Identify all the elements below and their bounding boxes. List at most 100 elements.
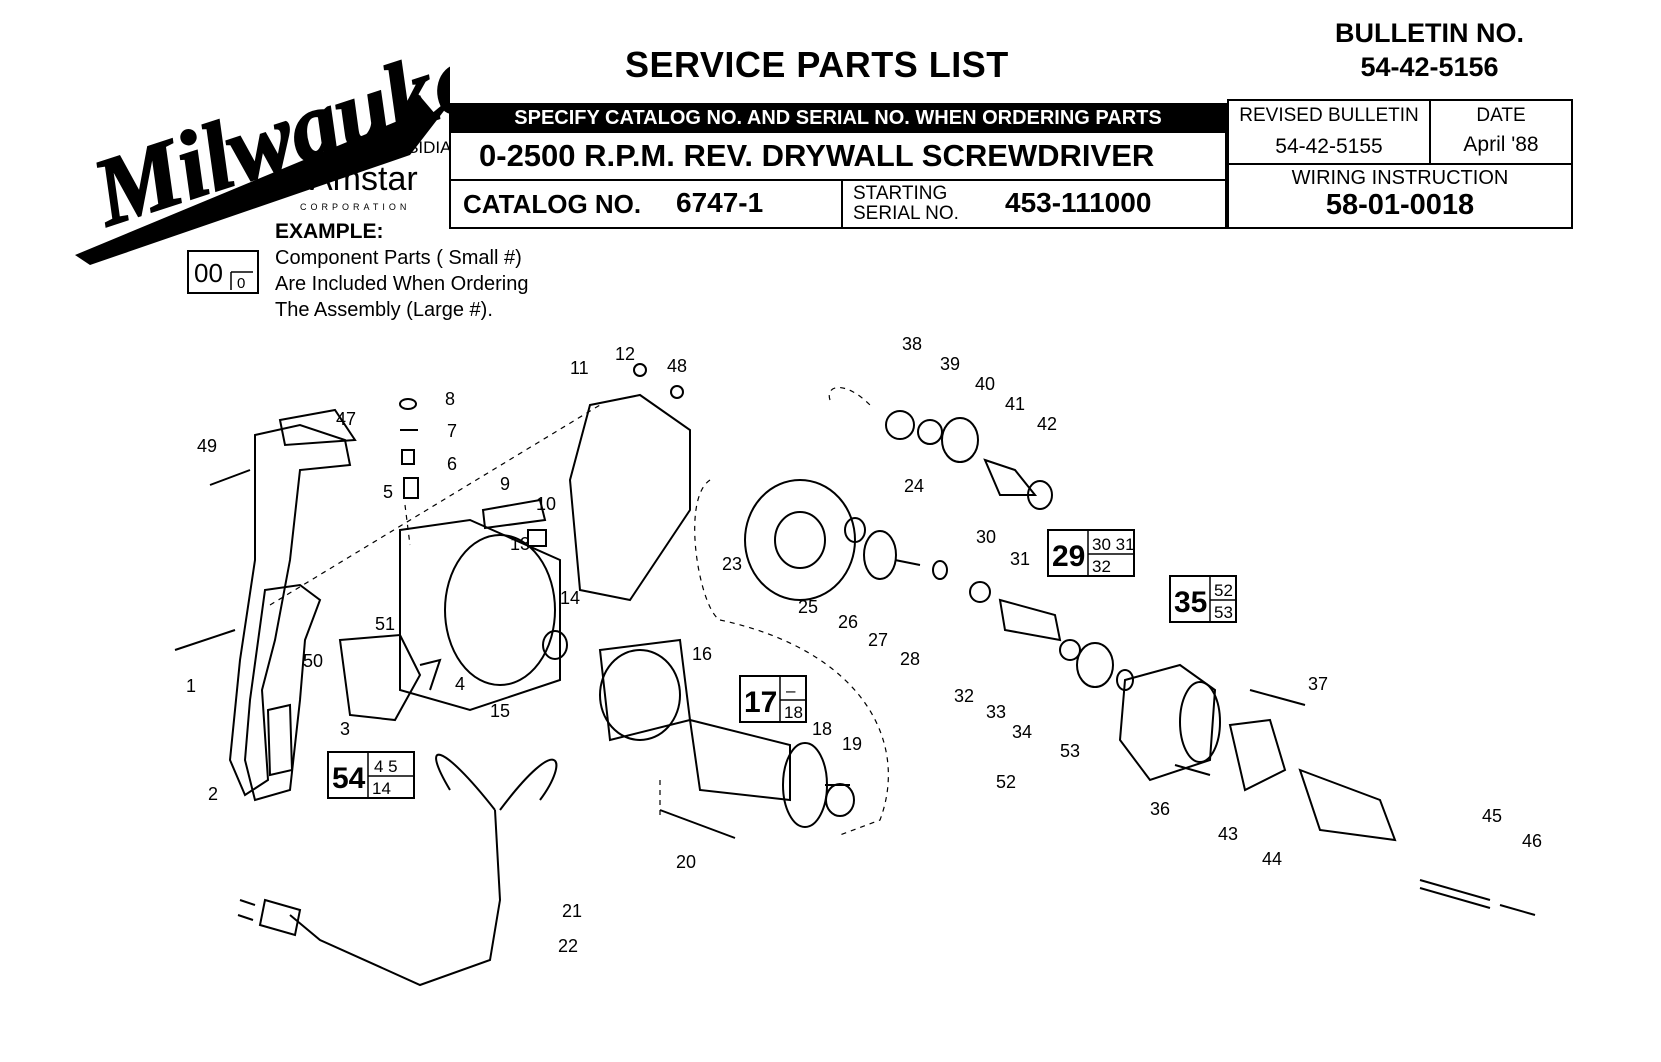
callout-label: 27 (868, 630, 888, 650)
callout-label: 12 (615, 344, 635, 364)
switch (338, 633, 422, 722)
clutch-29 (998, 598, 1062, 642)
date-label: DATE (1476, 105, 1526, 126)
bearing-25 (844, 517, 866, 543)
catalog-number: 6747-1 (676, 187, 764, 218)
callout-label: 51 (375, 614, 395, 634)
assembly-big: 54 (332, 762, 366, 795)
callout-label: 15 (490, 701, 510, 721)
callout-label: 8 (445, 389, 455, 409)
callout-label: 50 (303, 651, 323, 671)
spring-28 (932, 560, 948, 580)
screw-49 (209, 469, 251, 486)
bulletin-label: BULLETIN NO. (1335, 18, 1524, 48)
example-line: Component Parts ( Small #) (275, 247, 522, 269)
corporation-text: CORPORATION (300, 202, 410, 212)
bearing-15 (542, 630, 568, 660)
callout-label: 45 (1482, 806, 1502, 826)
assembly-big: 17 (744, 686, 777, 719)
callout-label: 13 (510, 534, 530, 554)
example-line: The Assembly (Large #). (275, 299, 493, 321)
callout-label: 3 (340, 719, 350, 739)
screw-20 (659, 809, 736, 839)
sleeve-32 (1059, 639, 1081, 661)
revised-number: 54-42-5155 (1275, 135, 1383, 158)
callout-label: 38 (902, 334, 922, 354)
callout-label: 9 (500, 474, 510, 494)
bulletin-block: BULLETIN NO. 54-42-5156 (1335, 16, 1524, 84)
callout-label: 44 (1262, 849, 1282, 869)
callout-label: 16 (692, 644, 712, 664)
example-title: EXAMPLE: (275, 220, 384, 243)
screw-37 (1249, 689, 1306, 706)
callout-label: 36 (1150, 799, 1170, 819)
callout-label: 5 (383, 482, 393, 502)
bearing-42 (1027, 480, 1053, 510)
callout-label: 20 (676, 852, 696, 872)
exploded-parts-diagram: 1 2 3 4 5 6 7 8 9 10 11 12 13 14 15 16 1… (174, 334, 1542, 987)
divider (1229, 163, 1571, 165)
callout-label: 39 (940, 354, 960, 374)
spindle-41 (983, 458, 1038, 496)
callout-label: 10 (536, 494, 556, 514)
bearing-38 (885, 410, 915, 440)
callout-label: 22 (558, 936, 578, 956)
callout-label: 49 (197, 436, 217, 456)
callout-label: 32 (954, 686, 974, 706)
callout-label: 41 (1005, 394, 1025, 414)
gear-40 (941, 417, 979, 463)
assembly-small-top: – (786, 681, 796, 700)
power-cord (289, 809, 502, 987)
armature (688, 718, 791, 802)
field-assembly (598, 638, 692, 742)
assembly-small-top: 52 (1214, 581, 1233, 600)
assembly-big: 35 (1174, 586, 1207, 619)
callout-label: 26 (838, 612, 858, 632)
washer-30 (969, 581, 991, 603)
screw-36 (1174, 764, 1211, 776)
callout-label: 21 (562, 901, 582, 921)
specify-bar: SPECIFY CATALOG NO. AND SERIAL NO. WHEN … (449, 103, 1227, 133)
callout-label: 25 (798, 597, 818, 617)
callout-label: 2 (208, 784, 218, 804)
callout-label: 14 (560, 588, 580, 608)
gear-case-half (568, 393, 691, 602)
assembly-small-bottom: 32 (1092, 557, 1111, 576)
brush-holder-13 (527, 529, 547, 547)
callout-label: 48 (667, 356, 687, 376)
example-text: Component Parts ( Small #) Are Included … (275, 245, 528, 323)
nut-48 (670, 385, 684, 399)
locator-43 (1228, 718, 1287, 792)
bit-46 (1499, 904, 1536, 916)
bit-holder-45 (1419, 879, 1491, 901)
divider (841, 181, 843, 227)
callout-label: 30 (976, 527, 996, 547)
assembly-small-bottom: 18 (784, 703, 803, 722)
callout-label: 52 (996, 772, 1016, 792)
plug (258, 898, 302, 937)
switch-lever (419, 658, 442, 691)
subsidiary-text: A SUBSIDIARY OF (357, 138, 450, 157)
assembly-box-54: 54 4 5 14 (327, 751, 415, 799)
spring-6 (401, 449, 415, 465)
handle-left-half (243, 583, 322, 802)
nameplate-10 (481, 498, 547, 530)
catalog-row: CATALOG NO. 6747-1 STARTING SERIAL NO. 4… (449, 179, 1227, 229)
milwaukee-logo: Milwaukee A SUBSIDIARY OF Amstar CORPORA… (75, 25, 450, 265)
revised-label: REVISED BULLETIN (1239, 105, 1419, 126)
assembly-small-bottom: 14 (372, 779, 391, 798)
bearing-19 (825, 783, 855, 817)
example-line: Are Included When Ordering (275, 273, 529, 295)
assembly-box-35: 35 52 53 (1169, 575, 1237, 623)
screw-1 (174, 629, 236, 651)
callout-label: 34 (1012, 722, 1032, 742)
serial-label: SERIAL NO. (853, 203, 959, 224)
bearing-33 (1076, 642, 1114, 688)
callout-label: 31 (1010, 549, 1030, 569)
callout-label: 19 (842, 734, 862, 754)
callout-label: 53 (1060, 741, 1080, 761)
gear-case-35 (1118, 663, 1217, 782)
example-small-number: 0 (237, 275, 245, 292)
brush-5 (403, 477, 419, 499)
assembly-small-top: 30 31 (1092, 535, 1135, 554)
